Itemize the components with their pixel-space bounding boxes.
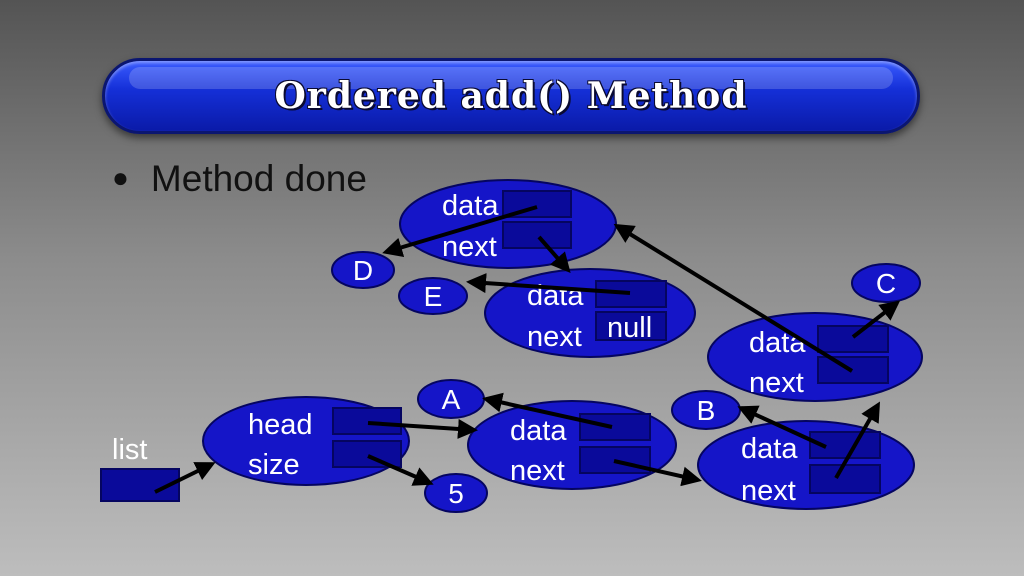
title-bar: Ordered add() Method (102, 58, 920, 134)
node-c-data-label: data (749, 327, 806, 359)
node-a-data-label: data (510, 415, 567, 447)
node-e-data-cell (595, 280, 667, 308)
arrow-d-next-to-e (537, 235, 571, 274)
value-size: 5 (424, 473, 488, 513)
list-size-cell (332, 440, 402, 468)
value-d: D (331, 251, 395, 289)
arrow-b-data-to-b (737, 405, 827, 449)
value-e-text: E (424, 281, 443, 312)
arrow-list-to-head (154, 462, 216, 494)
node-e-next-label: next (527, 321, 582, 353)
pointer-arrows (154, 205, 901, 494)
value-a: A (417, 379, 485, 419)
node-e: data next null (484, 268, 696, 358)
value-size-text: 5 (448, 478, 464, 509)
arrow-b-next-to-c (834, 401, 880, 479)
node-c-next-label: next (749, 367, 804, 399)
value-e: E (398, 277, 468, 315)
value-c-text: C (876, 268, 896, 299)
bullet-item: ● Method done (112, 158, 367, 200)
slide-title: Ordered add() Method (274, 75, 748, 117)
arrow-c-data-to-c (851, 300, 901, 339)
bullet-dot-icon: ● (112, 162, 129, 193)
node-b: data next (697, 420, 915, 510)
list-head-node: head size (202, 396, 410, 486)
value-b: B (671, 390, 741, 430)
arrow-d-data-to-d (382, 205, 538, 258)
node-e-null-text: null (607, 312, 652, 344)
list-size-label: size (248, 449, 300, 481)
value-c: C (851, 263, 921, 303)
list-head-cell (332, 407, 402, 435)
list-variable-label: list (112, 434, 147, 466)
bullet-text: Method done (150, 158, 367, 199)
node-d: data next (399, 179, 617, 269)
value-d-text: D (353, 255, 373, 286)
node-a: data next (467, 400, 677, 490)
arrow-e-data-to-e (466, 273, 631, 295)
node-a-data-cell (579, 413, 651, 441)
node-e-next-cell (595, 311, 667, 341)
arrow-head-to-a (367, 418, 478, 439)
node-b-next-label: next (741, 475, 796, 507)
arrow-a-next-to-b (613, 459, 702, 487)
value-b-text: B (697, 395, 716, 426)
arrow-c-next-to-d (613, 223, 854, 373)
node-b-next-cell (809, 464, 881, 494)
node-c-next-cell (817, 356, 889, 384)
node-a-next-label: next (510, 455, 565, 487)
node-d-next-label: next (442, 231, 497, 263)
value-a-text: A (442, 384, 461, 415)
arrow-a-data-to-a (482, 392, 613, 429)
arrow-size-to-5 (367, 454, 434, 486)
node-b-data-label: data (741, 433, 798, 465)
node-d-data-label: data (442, 190, 499, 222)
node-c-data-cell (817, 325, 889, 353)
list-head-label: head (248, 409, 313, 441)
node-c: data next (707, 312, 923, 402)
node-d-next-cell (502, 221, 572, 249)
